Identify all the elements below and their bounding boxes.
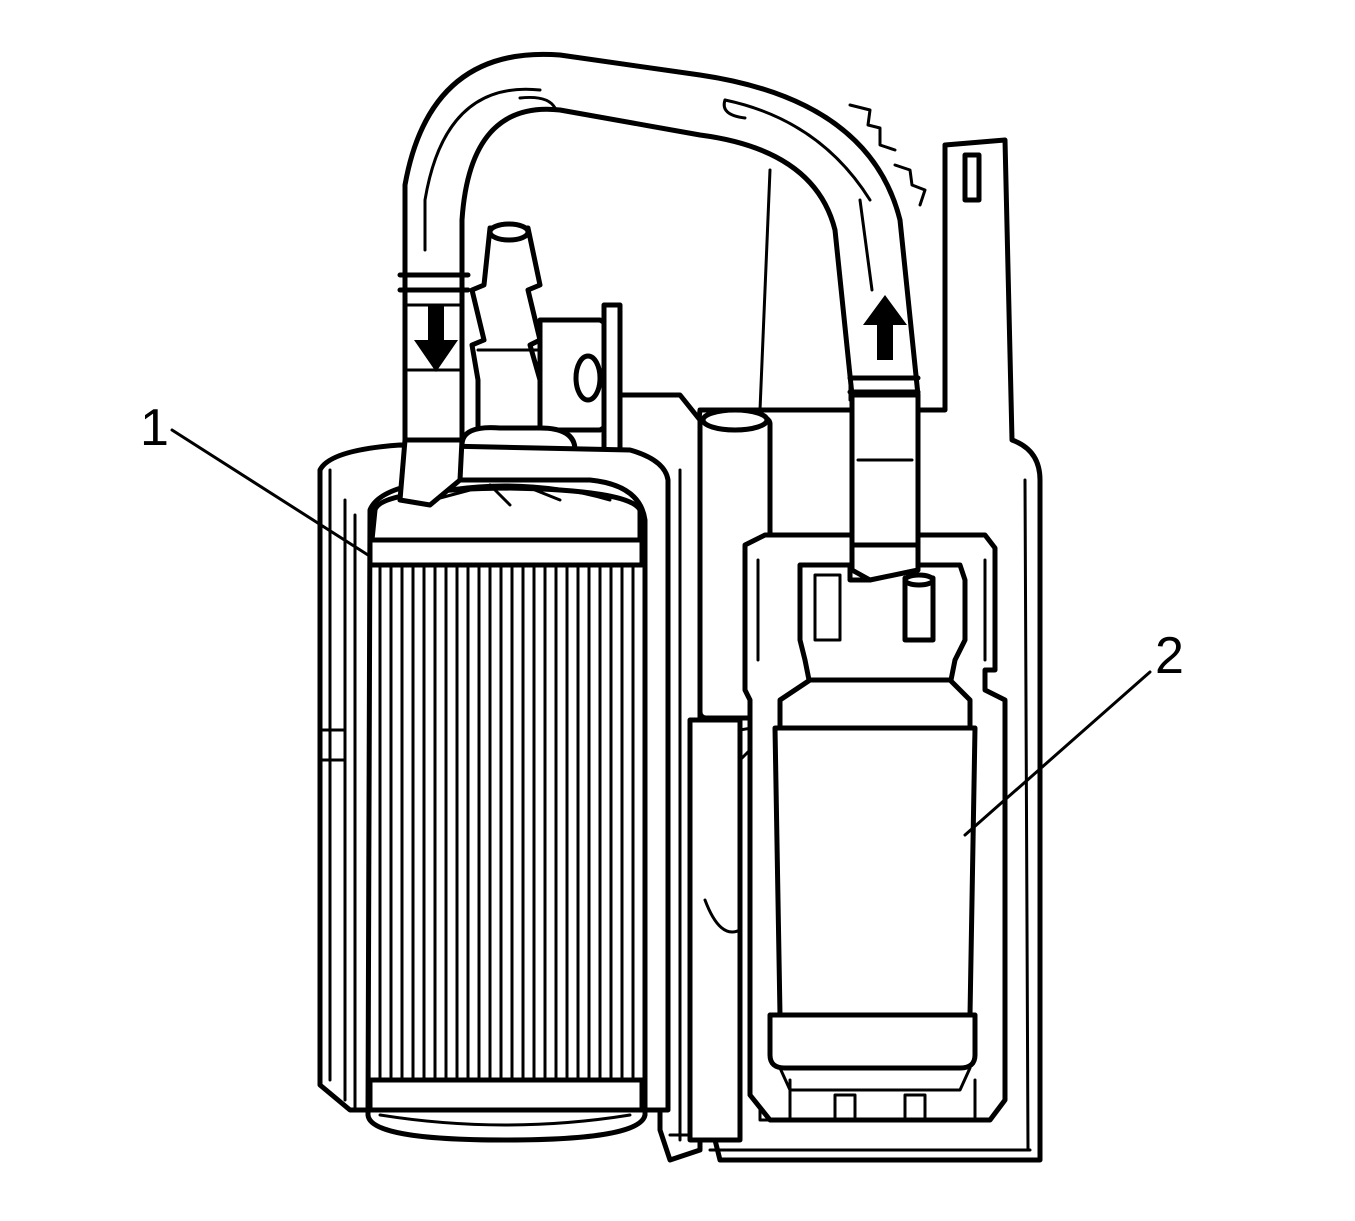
callout-1: 1 bbox=[140, 399, 370, 557]
filter-pleats bbox=[378, 565, 635, 1080]
flow-arrow-up-icon bbox=[863, 295, 907, 360]
leader-line-1 bbox=[170, 428, 370, 557]
outlet-fitting bbox=[459, 221, 623, 491]
flow-arrow-down-icon bbox=[414, 305, 458, 372]
callout-2: 2 bbox=[963, 627, 1184, 837]
leader-line-2 bbox=[963, 670, 1152, 837]
callout-label-2: 2 bbox=[1155, 627, 1184, 685]
callout-label-1: 1 bbox=[140, 399, 169, 457]
fuel-pump bbox=[767, 562, 978, 1092]
fuel-filter bbox=[317, 442, 671, 1143]
crossover-hose bbox=[397, 51, 927, 583]
